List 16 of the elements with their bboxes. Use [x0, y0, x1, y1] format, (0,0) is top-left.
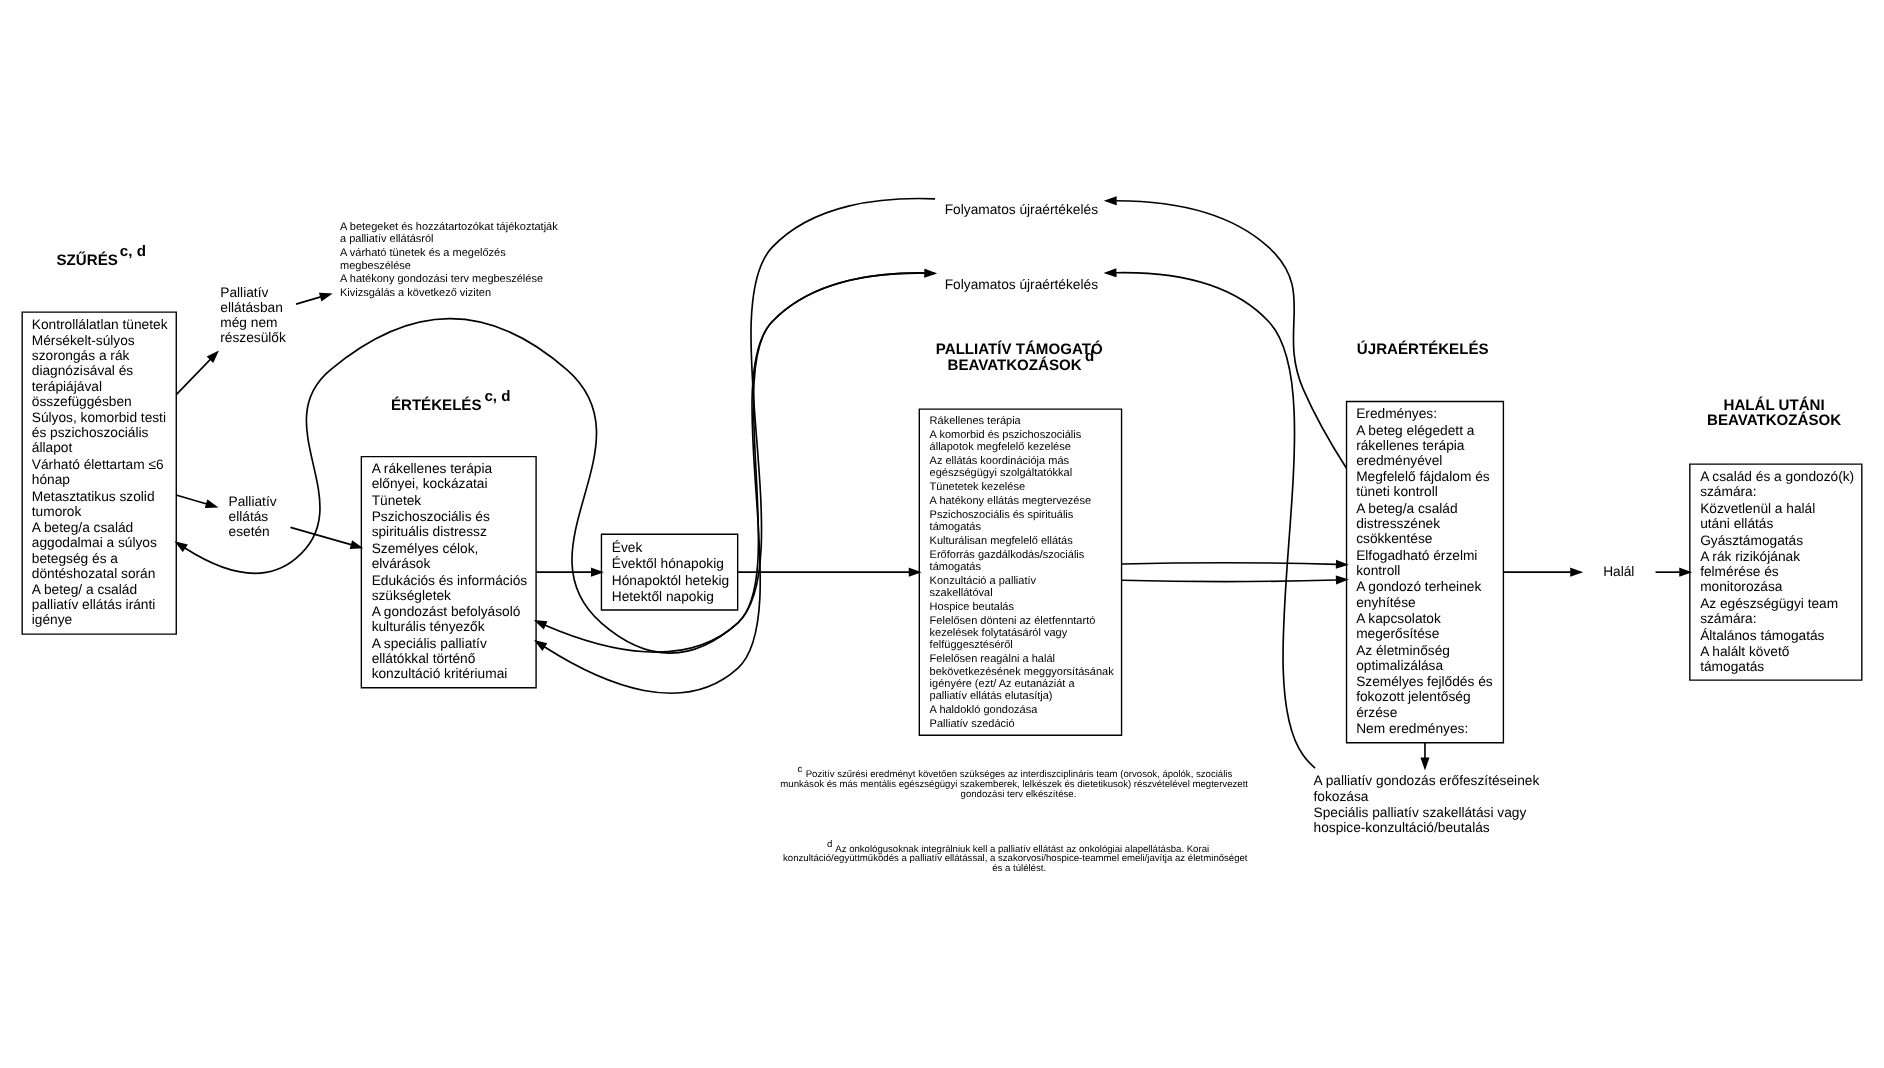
label: ÚJRAÉRTÉKELÉS [1356, 339, 1489, 358]
arrow [1503, 566, 1584, 576]
arrow [1420, 741, 1430, 770]
arrow [175, 493, 219, 508]
label: HALÁL UTÁNI BEAVATKOZÁSOK [1707, 394, 1842, 428]
arrow [737, 566, 922, 576]
arrow [1120, 558, 1349, 568]
arrow [1103, 267, 1316, 768]
arrow [1654, 566, 1693, 576]
arrow [295, 291, 333, 304]
arrow [175, 349, 219, 395]
arrow [1103, 195, 1348, 469]
arrow [534, 271, 936, 693]
arrow [535, 566, 604, 576]
arrow [1120, 574, 1349, 584]
arrow [289, 525, 364, 548]
